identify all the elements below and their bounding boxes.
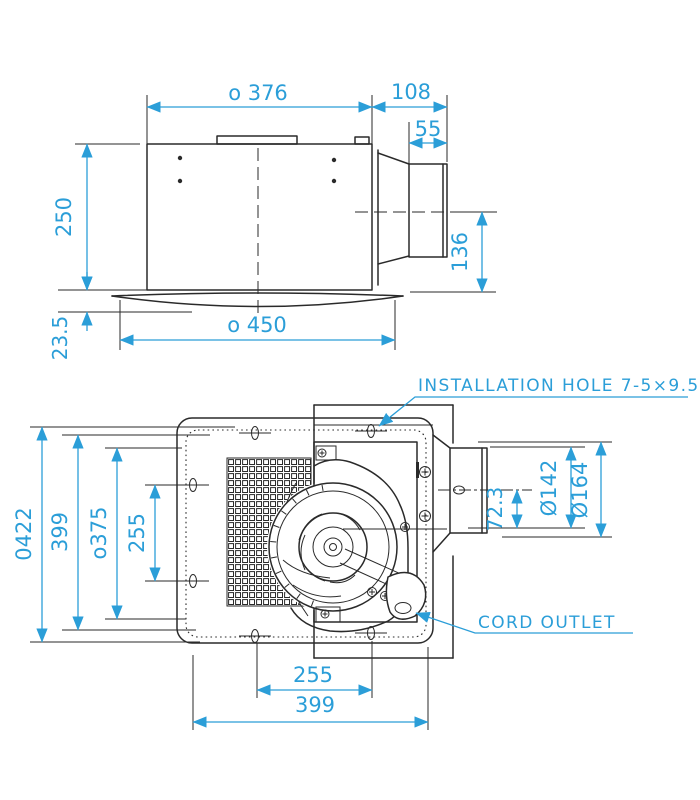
cord-outlet-label: CORD OUTLET bbox=[478, 613, 616, 633]
duct-outlet-plan bbox=[432, 434, 532, 553]
dim-hole-pitch-h: 255 bbox=[293, 663, 333, 687]
extension-lines-plan bbox=[30, 426, 612, 730]
installation-hole bbox=[355, 424, 387, 438]
installation-hole bbox=[239, 426, 271, 440]
dimensions-side: o 376 108 55 250 23.5 o 450 136 bbox=[48, 80, 488, 361]
installation-hole-leader bbox=[378, 396, 688, 427]
installation-hole bbox=[239, 629, 271, 643]
fan-blades bbox=[282, 512, 361, 598]
dim-inner-diameter: o375 bbox=[87, 507, 111, 560]
rivet-dot bbox=[177, 178, 183, 184]
dim-duct-outer: Ø164 bbox=[568, 462, 592, 519]
latch-tab bbox=[416, 462, 419, 478]
dim-duct-length: 108 bbox=[391, 80, 431, 104]
side-view: o 376 108 55 250 23.5 o 450 136 bbox=[48, 80, 497, 360]
dim-duct-height: 136 bbox=[448, 232, 472, 272]
dim-panel-thickness: 23.5 bbox=[48, 316, 72, 361]
rivet-dot bbox=[177, 155, 183, 161]
fan-cage-spokes bbox=[270, 484, 324, 607]
corner-bracket bbox=[315, 445, 337, 461]
duct-slot bbox=[453, 485, 465, 495]
screw bbox=[419, 510, 431, 522]
installation-hole-label: INSTALLATION HOLE 7-5×9.5 bbox=[418, 376, 700, 396]
dim-pipe-length: 55 bbox=[415, 117, 442, 141]
dim-body-height-plan: 399 bbox=[48, 512, 72, 552]
rivet-dot bbox=[331, 178, 337, 184]
dim-duct-inner: Ø142 bbox=[537, 460, 561, 517]
rivet-dot bbox=[331, 157, 337, 163]
dim-panel-diameter: 0422 bbox=[12, 507, 36, 560]
ceiling-panel-side bbox=[111, 292, 404, 308]
housing-tab bbox=[354, 136, 370, 145]
mounting-bracket bbox=[216, 135, 298, 145]
dim-body-width: o 376 bbox=[228, 81, 288, 105]
dim-body-width-plan: 399 bbox=[295, 693, 335, 717]
installation-hole bbox=[355, 626, 387, 640]
fan-assembly bbox=[268, 445, 447, 633]
screw bbox=[400, 522, 410, 532]
cord-outlet bbox=[385, 571, 427, 620]
screw bbox=[419, 466, 431, 478]
dim-panel-width: o 450 bbox=[227, 313, 287, 337]
corner-bracket bbox=[315, 606, 341, 623]
dim-body-height: 250 bbox=[52, 197, 76, 237]
dimensions-plan: 0422 399 o375 255 72.3 Ø142 Ø164 255 399 bbox=[12, 426, 607, 728]
plan-view: 0422 399 o375 255 72.3 Ø142 Ø164 255 399… bbox=[12, 376, 700, 730]
dim-hole-pitch-v: 255 bbox=[125, 513, 149, 553]
duct-pipe-side bbox=[408, 163, 448, 258]
dim-duct-offset: 72.3 bbox=[483, 487, 507, 532]
duct-adapter-side bbox=[377, 149, 448, 286]
screw bbox=[367, 587, 377, 597]
fan-housing-side bbox=[146, 135, 373, 291]
callouts: INSTALLATION HOLE 7-5×9.5 CORD OUTLET bbox=[378, 376, 700, 634]
cord-outlet-leader bbox=[415, 611, 633, 634]
